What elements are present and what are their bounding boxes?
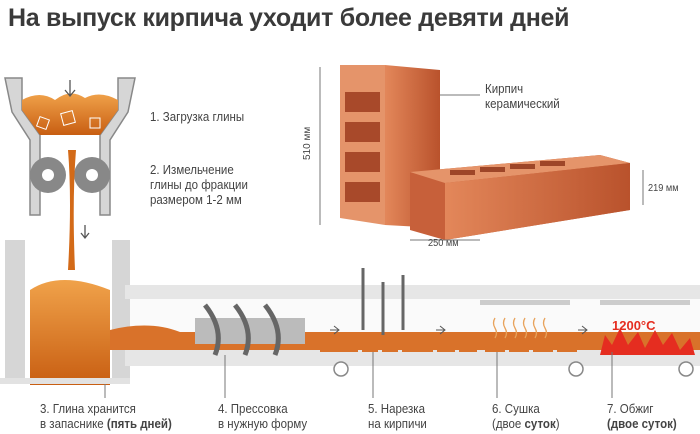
arrow-right-icon (330, 325, 588, 335)
bricks (320, 342, 577, 352)
step-4-line: в нужную форму (218, 417, 308, 431)
fire-icon (600, 328, 695, 355)
step-3-line: 3. Глина хранится (40, 402, 136, 416)
arrow-down-icon (64, 80, 76, 98)
step-6-line: (двое (492, 417, 525, 431)
arrow-down-icon (80, 225, 90, 240)
storage-bin (0, 240, 130, 385)
roller-icon (333, 361, 694, 377)
gear-icon (74, 157, 110, 193)
step-7-label: 7. Обжиг(двое суток) (607, 402, 677, 432)
step-3-line: в запаснике (40, 417, 107, 431)
page-title: На выпуск кирпича уходит более девяти дн… (8, 4, 570, 32)
brick-label-line2: керамический (485, 97, 560, 111)
step-2-line: размером 1-2 мм (150, 193, 242, 207)
cutter-knives (361, 268, 405, 335)
conveyor (104, 268, 700, 398)
dim-depth: 219 мм (648, 183, 679, 194)
brick-label-line1: Кирпич (485, 82, 524, 96)
step-6-label: 6. Сушка(двое суток) (492, 402, 560, 431)
step-2-line: 2. Измельчение (150, 163, 234, 177)
step-5-line: на кирпичи (368, 417, 427, 431)
hopper (4, 77, 136, 270)
step-1-label: 1. Загрузка глины (150, 110, 245, 124)
step-7-line: 7. Обжиг (607, 402, 654, 416)
dim-height: 510 мм (302, 126, 313, 160)
step-6-duration: суток (524, 417, 556, 431)
step-3-duration: (пять дней) (106, 417, 172, 431)
step-6-line: 6. Сушка (492, 402, 540, 416)
dim-width: 250 мм (428, 238, 459, 249)
auger (195, 303, 305, 356)
brick-illustration (319, 65, 644, 241)
step-4-line: 4. Прессовка (218, 402, 288, 416)
step-2-line: глины до фракции (150, 178, 248, 192)
temperature-label: 1200°C (612, 318, 656, 333)
step-7-duration: (двое суток) (607, 417, 677, 431)
gear-icon (30, 157, 66, 193)
step-5-line: 5. Нарезка (368, 402, 425, 416)
heat-waves-icon (492, 317, 548, 339)
